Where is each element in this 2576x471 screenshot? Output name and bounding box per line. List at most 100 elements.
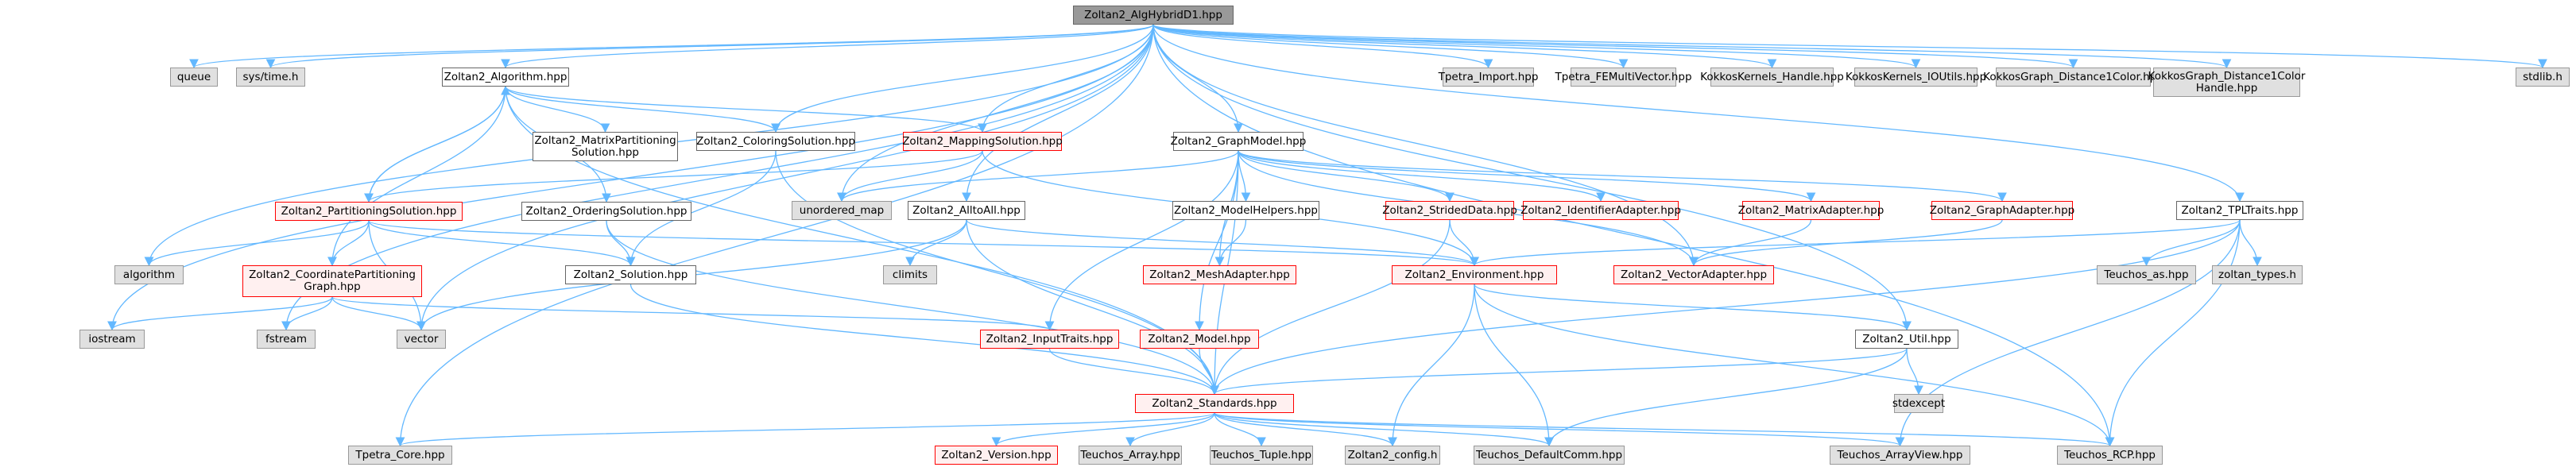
- include-node-t-array: Teuchos_Array.hpp: [1079, 446, 1182, 465]
- edge-environment-to-t_defcomm: [1474, 284, 1554, 447]
- include-node-config: Zoltan2_config.h: [1345, 446, 1440, 465]
- edge-graphmodel-to-umap: [837, 150, 1239, 203]
- include-node-environment[interactable]: Zoltan2_Environment.hpp: [1392, 265, 1557, 284]
- include-node-matrixadapter[interactable]: Zoltan2_MatrixAdapter.hpp: [1738, 201, 1884, 220]
- edge-strided-to-standards: [1210, 219, 1451, 396]
- include-node-tpetra-core: Tpetra_Core.hpp: [348, 446, 452, 465]
- edge-root-to-util: [1152, 24, 1912, 331]
- include-node-graphadapter[interactable]: Zoltan2_GraphAdapter.hpp: [1930, 201, 2074, 220]
- edge-tpltraits-to-environment: [1470, 219, 2241, 267]
- edge-root-to-vector: [416, 24, 1154, 331]
- include-node-strided[interactable]: Zoltan2_StridedData.hpp: [1382, 201, 1517, 220]
- include-node-inputtraits[interactable]: Zoltan2_InputTraits.hpp: [980, 330, 1119, 349]
- include-node-tpetra-fe: Tpetra_FEMultiVector.hpp: [1555, 68, 1692, 87]
- edge-mapping-to-umap: [837, 150, 983, 203]
- include-node-meshadapter[interactable]: Zoltan2_MeshAdapter.hpp: [1143, 265, 1296, 284]
- edge-root-to-kk_handle: [1152, 24, 1777, 69]
- edge-util-to-t_defcomm: [1544, 348, 1908, 447]
- include-node-systime: sys/time.h: [236, 68, 305, 87]
- edge-partsol-to-environment: [368, 220, 1479, 267]
- edge-root-to-algorithm_hpp: [501, 24, 1154, 69]
- edge-algorithm_hpp-to-coloring: [505, 86, 781, 133]
- edge-root-to-stdlib: [1152, 24, 2547, 69]
- edge-standards-to-config: [1214, 412, 1397, 447]
- include-node-teuchos-as: Teuchos_as.hpp: [2097, 265, 2196, 284]
- root-file-node[interactable]: Zoltan2_AlgHybridD1.hpp: [1073, 6, 1234, 25]
- include-node-climits: climits: [883, 265, 937, 284]
- edge-root-to-kk_ioutils: [1152, 24, 1920, 69]
- edge-alltoall-to-standards: [966, 219, 1219, 396]
- include-node-alltoall[interactable]: Zoltan2_AlltoAll.hpp: [908, 201, 1025, 220]
- edge-strided-to-environment: [1449, 219, 1479, 267]
- edge-graphmodel-to-model: [1195, 150, 1239, 331]
- edge-algorithm_hpp-to-mapping: [505, 86, 987, 133]
- edge-standards-to-t_tuple: [1214, 412, 1266, 447]
- include-node-tpltraits[interactable]: Zoltan2_TPLTraits.hpp: [2176, 201, 2303, 220]
- include-node-kk-ioutils: KokkosKernels_IOUtils.hpp: [1846, 68, 1986, 87]
- edge-partsol-to-algorithm: [144, 220, 370, 267]
- include-node-ordersol[interactable]: Zoltan2_OrderingSolution.hpp: [521, 202, 691, 221]
- edge-standards-to-version: [991, 412, 1215, 447]
- edge-root-to-tpetra_core: [395, 24, 1154, 447]
- edge-modelhelpers-to-meshadapter: [1214, 219, 1247, 267]
- edge-graphmodel-to-identadapter: [1238, 150, 1606, 203]
- include-node-vectoradapter[interactable]: Zoltan2_VectorAdapter.hpp: [1613, 265, 1774, 284]
- edge-tpltraits-to-teuchos_as: [2141, 219, 2241, 267]
- include-node-coordpart[interactable]: Zoltan2_CoordinatePartitioning Graph.hpp: [242, 265, 422, 297]
- edge-coordpart-to-iostream: [107, 296, 333, 331]
- edge-environment-to-util: [1474, 284, 1912, 331]
- include-node-algorithm-hpp[interactable]: Zoltan2_Algorithm.hpp: [442, 68, 569, 87]
- edge-graphmodel-to-strided: [1238, 150, 1455, 203]
- edge-graphmodel-to-graphadapter: [1238, 150, 2007, 203]
- include-node-graphmodel[interactable]: Zoltan2_GraphModel.hpp: [1171, 132, 1306, 151]
- edge-graphmodel-to-matrixadapter: [1238, 150, 1816, 203]
- edge-graphmodel-to-inputtraits: [1044, 150, 1239, 331]
- include-node-vector: vector: [397, 330, 446, 349]
- edge-partsol-to-solution: [368, 220, 636, 267]
- include-node-t-defcomm: Teuchos_DefaultComm.hpp: [1474, 446, 1625, 465]
- include-node-mapping[interactable]: Zoltan2_MappingSolution.hpp: [902, 132, 1063, 151]
- include-node-coloring[interactable]: Zoltan2_ColoringSolution.hpp: [696, 132, 855, 151]
- include-node-partsol[interactable]: Zoltan2_PartitioningSolution.hpp: [275, 202, 463, 221]
- include-node-stdexcept: stdexcept: [1892, 394, 1945, 413]
- edge-root-to-alltoall: [962, 24, 1154, 203]
- edge-root-to-umap: [837, 24, 1154, 203]
- include-node-t-tuple: Teuchos_Tuple.hpp: [1210, 446, 1313, 465]
- include-node-tpetra-import: Tpetra_Import.hpp: [1439, 68, 1538, 87]
- include-node-solution[interactable]: Zoltan2_Solution.hpp: [565, 265, 696, 284]
- include-node-stdlib: stdlib.h: [2516, 68, 2570, 87]
- edge-root-to-tpetra_import: [1152, 24, 1493, 69]
- include-node-zoltan-types: zoltan_types.h: [2212, 265, 2303, 284]
- include-node-standards[interactable]: Zoltan2_Standards.hpp: [1135, 394, 1294, 413]
- include-node-identadapter[interactable]: Zoltan2_IdentifierAdapter.hpp: [1520, 201, 1681, 220]
- edge-root-to-tpetra_fe: [1152, 24, 1629, 69]
- edge-coordpart-to-vector: [331, 296, 426, 331]
- include-node-version[interactable]: Zoltan2_Version.hpp: [935, 446, 1058, 465]
- include-node-umap: unordered_map: [792, 201, 892, 220]
- include-node-util[interactable]: Zoltan2_Util.hpp: [1855, 330, 1958, 349]
- edge-root-to-kg_d1c: [1152, 24, 2078, 69]
- edge-root-to-queue: [189, 24, 1154, 69]
- edge-partsol-to-algorithm_hpp: [368, 85, 510, 203]
- include-node-t-rcp: Teuchos_RCP.hpp: [2057, 446, 2163, 465]
- edge-ordersol-to-standards: [606, 220, 1219, 396]
- include-node-queue: queue: [170, 68, 218, 87]
- include-node-kg-d1ch: KokkosGraph_Distance1Color Handle.hpp: [2148, 68, 2305, 97]
- include-node-iostream: iostream: [79, 330, 145, 349]
- edge-standards-to-t_defcomm: [1214, 412, 1554, 447]
- include-node-matrixpart[interactable]: Zoltan2_MatrixPartitioning Solution.hpp: [533, 132, 678, 161]
- edge-alltoall-to-environment: [966, 219, 1479, 267]
- edge-coloring-to-solution: [626, 150, 777, 267]
- edge-partsol-to-coordpart: [327, 220, 370, 267]
- edge-root-to-mapping: [978, 24, 1154, 133]
- edge-root-to-kg_d1ch: [1152, 24, 2231, 69]
- edge-root-to-coloring: [771, 24, 1154, 133]
- edge-standards-to-t_arrayview: [1214, 412, 1904, 447]
- edge-util-to-standards: [1210, 348, 1908, 396]
- include-node-algorithm: algorithm: [114, 265, 184, 284]
- edge-ordersol-to-solution: [606, 220, 636, 267]
- edge-environment-to-config: [1388, 284, 1475, 447]
- include-node-model[interactable]: Zoltan2_Model.hpp: [1140, 330, 1259, 349]
- include-node-modelhelpers[interactable]: Zoltan2_ModelHelpers.hpp: [1172, 201, 1319, 220]
- edge-standards-to-tpetra_core: [396, 412, 1215, 447]
